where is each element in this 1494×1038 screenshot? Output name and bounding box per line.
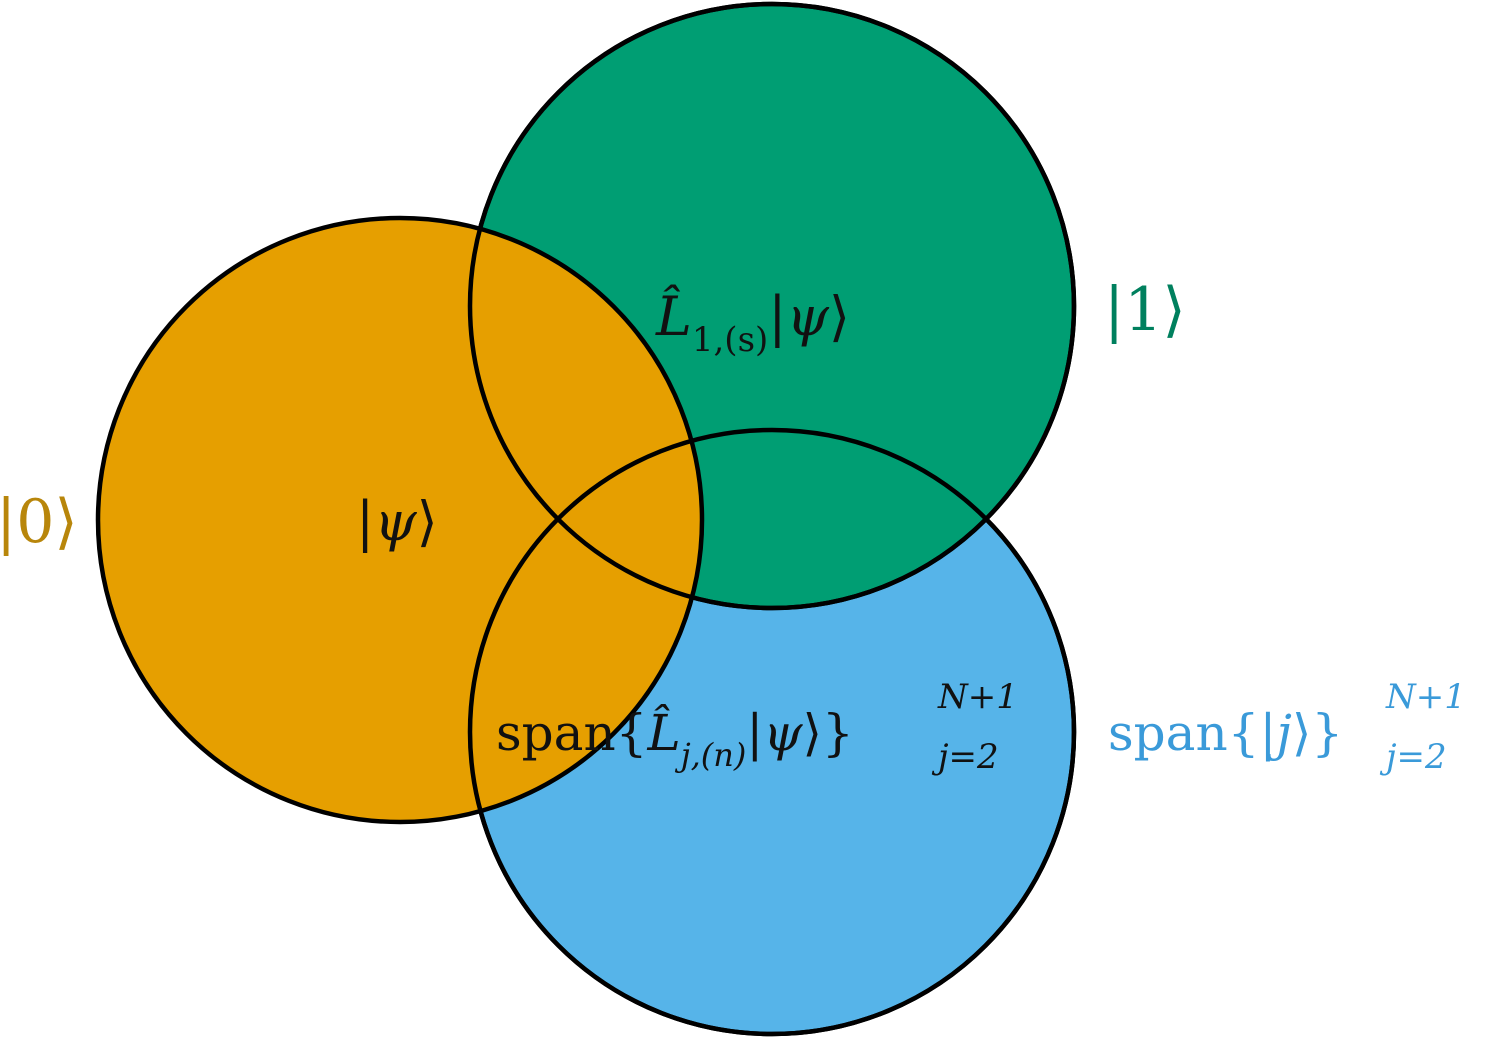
Lj-psi-var: ψ <box>763 704 803 762</box>
span-prefix: span{| <box>1108 704 1276 762</box>
L1-ket-right: ⟩ <box>829 285 850 348</box>
Lj-operator: L̂ <box>647 703 681 762</box>
Lj-lower-index: j=2 <box>931 737 999 777</box>
Lj-subscript: j,(n) <box>675 736 747 774</box>
span-states-outline <box>467 427 1077 1037</box>
L1-psi-var: ψ <box>786 285 829 348</box>
Lj-ket-left: | <box>746 704 763 762</box>
label-state-one: |1⟩ <box>1104 275 1186 345</box>
label-span-states: span{|j⟩} <box>1108 704 1343 762</box>
span-suffix: ⟩} <box>1292 704 1343 762</box>
psi-ket-left: | <box>356 490 374 553</box>
psi-var: ψ <box>374 490 417 553</box>
label-psi: |ψ⟩ <box>356 490 438 553</box>
state-one-outline <box>467 1 1077 611</box>
label-state-zero: |0⟩ <box>0 487 78 557</box>
label-L1-psi: L̂1,(s)|ψ⟩ <box>655 284 850 360</box>
label-Lj-span: span{L̂j,(n)|ψ⟩} <box>496 703 854 774</box>
state-zero-circle <box>95 215 705 825</box>
Lj-superscript: N+1 <box>937 677 1018 717</box>
Lj-ket-right: ⟩} <box>802 704 853 762</box>
L1-subscript: 1,(s) <box>692 320 768 360</box>
span-superscript: N+1 <box>1385 677 1466 717</box>
L1-ket-left: | <box>768 285 786 348</box>
L1-operator: L̂ <box>655 284 692 348</box>
Lj-prefix: span{ <box>496 704 648 762</box>
psi-ket-right: ⟩ <box>417 490 438 553</box>
span-subscript: j=2 <box>1379 737 1447 777</box>
